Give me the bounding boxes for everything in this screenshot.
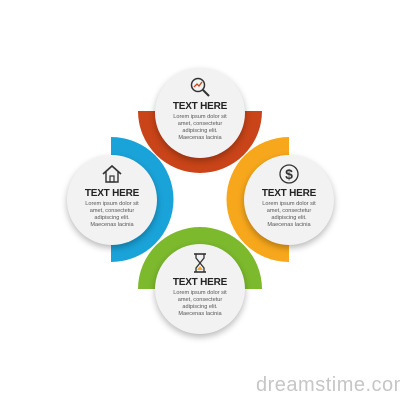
svg-text:$: $ <box>285 166 293 182</box>
body-line: Maecenas lacinia <box>267 222 311 228</box>
heading-left: TEXT HERE <box>84 188 140 199</box>
body-line: amet, consectetur <box>266 208 312 214</box>
body-text-bottom: Lorem ipsum dolor sit amet, consectetur … <box>169 290 231 318</box>
body-line: amet, consectetur <box>177 121 223 127</box>
circle-right <box>244 155 334 245</box>
body-line: Maecenas lacinia <box>90 222 134 228</box>
body-line: Maecenas lacinia <box>178 135 222 141</box>
body-line: Lorem ipsum dolor sit <box>173 290 227 296</box>
heading-right: TEXT HERE <box>261 188 317 199</box>
body-line: adipiscing elit. <box>271 215 307 221</box>
circle-top <box>155 68 245 158</box>
body-line: Lorem ipsum dolor sit <box>85 201 139 207</box>
arc-bottom <box>138 227 262 289</box>
watermark: dreamstime.com <box>256 374 400 396</box>
step-bottom: TEXT HERE Lorem ipsum dolor sit amet, co… <box>155 244 245 334</box>
heading-bottom: TEXT HERE <box>172 277 228 288</box>
circle-left <box>67 155 157 245</box>
heading-top: TEXT HERE <box>172 101 228 112</box>
hourglass-icon <box>155 252 245 274</box>
step-top: TEXT HERE Lorem ipsum dolor sit amet, co… <box>155 68 245 158</box>
body-line: Lorem ipsum dolor sit <box>173 114 227 120</box>
body-text-left: Lorem ipsum dolor sit amet, consectetur … <box>81 201 143 229</box>
arc-left <box>111 137 174 262</box>
search-chart-icon <box>155 76 245 98</box>
body-line: adipiscing elit. <box>94 215 130 221</box>
body-line: adipiscing elit. <box>182 304 218 310</box>
dollar-icon: $ <box>244 163 334 185</box>
step-right: $ TEXT HERE Lorem ipsum dolor sit amet, … <box>244 155 334 245</box>
body-line: Lorem ipsum dolor sit <box>262 201 316 207</box>
body-text-right: Lorem ipsum dolor sit amet, consectetur … <box>258 201 320 229</box>
body-line: amet, consectetur <box>177 297 223 303</box>
circle-bottom <box>155 244 245 334</box>
body-line: adipiscing elit. <box>182 128 218 134</box>
arc-right <box>226 137 289 262</box>
house-icon <box>67 163 157 185</box>
body-text-top: Lorem ipsum dolor sit amet, consectetur … <box>169 114 231 142</box>
step-left: TEXT HERE Lorem ipsum dolor sit amet, co… <box>67 155 157 245</box>
arc-top <box>138 111 262 173</box>
body-line: Maecenas lacinia <box>178 311 222 317</box>
body-line: amet, consectetur <box>89 208 135 214</box>
